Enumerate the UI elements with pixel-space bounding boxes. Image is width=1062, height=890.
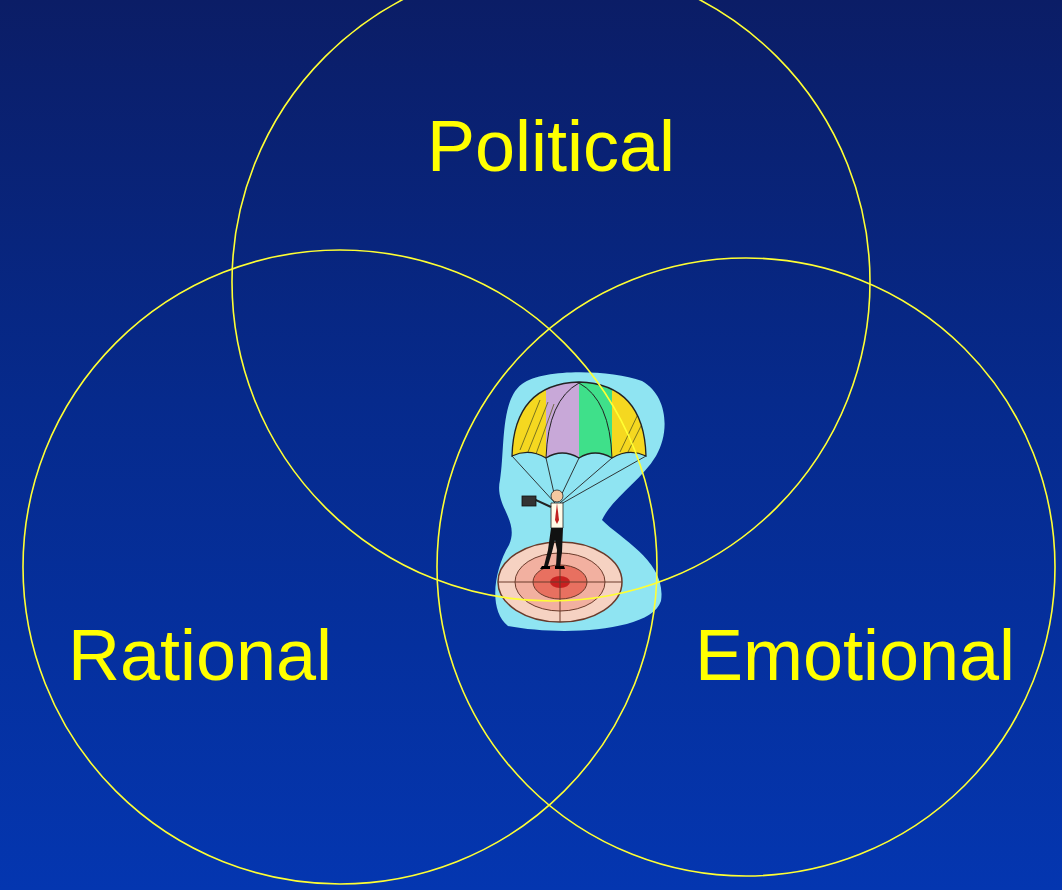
- parachutist: [522, 490, 565, 569]
- venn-circle: Rational: [22, 249, 658, 885]
- circle-outline-shape: [437, 258, 1055, 876]
- circle-outline-shape: [23, 250, 657, 884]
- circle-label: Rational: [68, 619, 332, 691]
- circle-label: Emotional: [695, 619, 1015, 691]
- circle-outline-shape: [232, 0, 870, 601]
- circle-outline: [436, 257, 1056, 877]
- clipart-backdrop: [495, 372, 664, 631]
- circle-outline: [22, 249, 658, 885]
- circle-label: Political: [427, 110, 675, 182]
- venn-circle: Political: [231, 0, 871, 602]
- venn-circle: Emotional: [436, 257, 1056, 877]
- circle-outline: [231, 0, 871, 602]
